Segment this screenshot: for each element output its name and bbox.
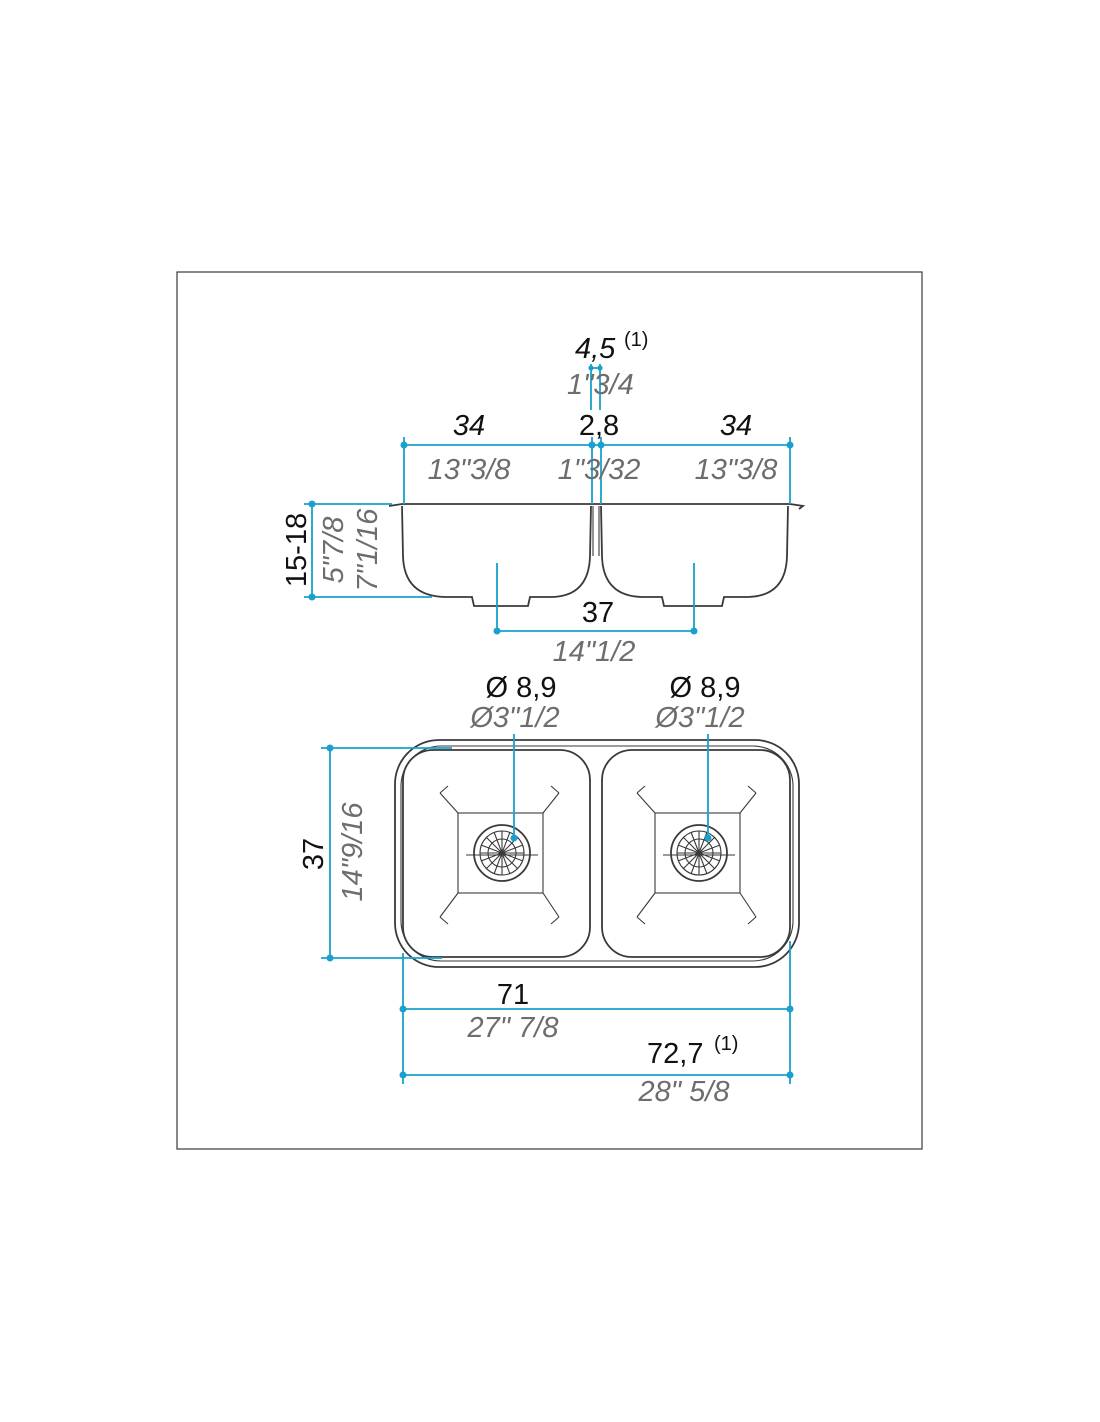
divider-width-imperial: 1"3/32 [558, 454, 641, 486]
front-depth-imperial-min: 5"7/8 [318, 517, 350, 584]
front-depth-marker [308, 500, 316, 508]
inner-width-metric: 71 [497, 979, 529, 1011]
rim-thickness-metric: 4,5 [575, 333, 616, 365]
front-depth-marker [308, 593, 316, 601]
left-drain-leader-marker [510, 834, 518, 842]
top-view-outer-rim [394, 739, 800, 968]
divider-width-metric: 2,8 [579, 410, 619, 442]
rim-thickness-imperial: 1"3/4 [567, 369, 634, 401]
right-drain-grate [677, 831, 721, 875]
top-view-right-bowl [601, 749, 791, 958]
bowl-left-width-imperial: 13"3/8 [428, 454, 511, 486]
inner-width-marker [786, 1005, 794, 1013]
inner-width-imperial: 27" 7/8 [467, 1012, 559, 1044]
right-drain-diameter-metric: Ø 8,9 [670, 672, 741, 704]
left-drain-diameter-imperial: Ø3"1/2 [469, 702, 559, 734]
right-drain-diameter-imperial: Ø3"1/2 [654, 702, 744, 734]
top-depth-imperial: 14"9/16 [337, 802, 369, 902]
front-view-divider-wall [592, 506, 600, 556]
left-drain-diameter-metric: Ø 8,9 [486, 672, 557, 704]
right-bowl-slope-lines [636, 785, 757, 925]
front-drain-spacing-marker [690, 627, 698, 635]
top-depth-marker [326, 954, 334, 962]
bowl-left-width-metric: 34 [453, 410, 485, 442]
front-drain-spacing-marker [493, 627, 501, 635]
top-depth-marker [326, 744, 334, 752]
rim-thickness-note: (1) [624, 329, 648, 351]
right-drain-assembly [636, 785, 757, 925]
right-drain-leader-marker [704, 834, 712, 842]
drain-spacing-metric: 37 [582, 597, 614, 629]
top-view-inner-rim [400, 745, 794, 962]
front-depth-imperial-max: 7"1/16 [352, 508, 384, 592]
overall-width-metric: 72,7 [647, 1038, 703, 1070]
front-width-marker [400, 441, 408, 449]
left-drain-grate [480, 831, 524, 875]
top-view-left-bowl [402, 749, 591, 958]
left-bowl-slope-lines [439, 785, 560, 925]
front-width-marker [597, 441, 605, 449]
front-rim-marker [588, 365, 594, 371]
overall-width-marker [399, 1071, 407, 1079]
overall-width-marker [786, 1071, 794, 1079]
front-width-marker [786, 441, 794, 449]
overall-width-imperial: 28" 5/8 [638, 1076, 730, 1108]
left-drain-outer-ring [473, 824, 531, 882]
top-depth-metric: 37 [298, 838, 330, 870]
drawing-frame [176, 271, 923, 1150]
front-view-sink-outline [388, 503, 806, 607]
front-width-marker [588, 441, 596, 449]
top-view: Ø 8,9 Ø3"1/2 Ø 8,9 Ø3"1/2 37 14"9/16 71 … [298, 672, 800, 1108]
left-drain-assembly [439, 785, 560, 925]
right-drain-outer-ring [670, 824, 728, 882]
inner-width-marker [399, 1005, 407, 1013]
bowl-right-width-metric: 34 [720, 410, 752, 442]
left-drain-plate [457, 812, 544, 894]
overall-width-note: (1) [714, 1033, 738, 1055]
front-view: 4,5 (1) 1"3/4 34 13"3/8 2,8 1"3/32 34 13… [281, 329, 806, 668]
front-rim-marker [597, 365, 603, 371]
bowl-right-width-imperial: 13"3/8 [695, 454, 778, 486]
right-drain-plate [654, 812, 741, 894]
front-depth-metric: 15-18 [281, 513, 313, 587]
drain-spacing-imperial: 14"1/2 [553, 636, 636, 668]
